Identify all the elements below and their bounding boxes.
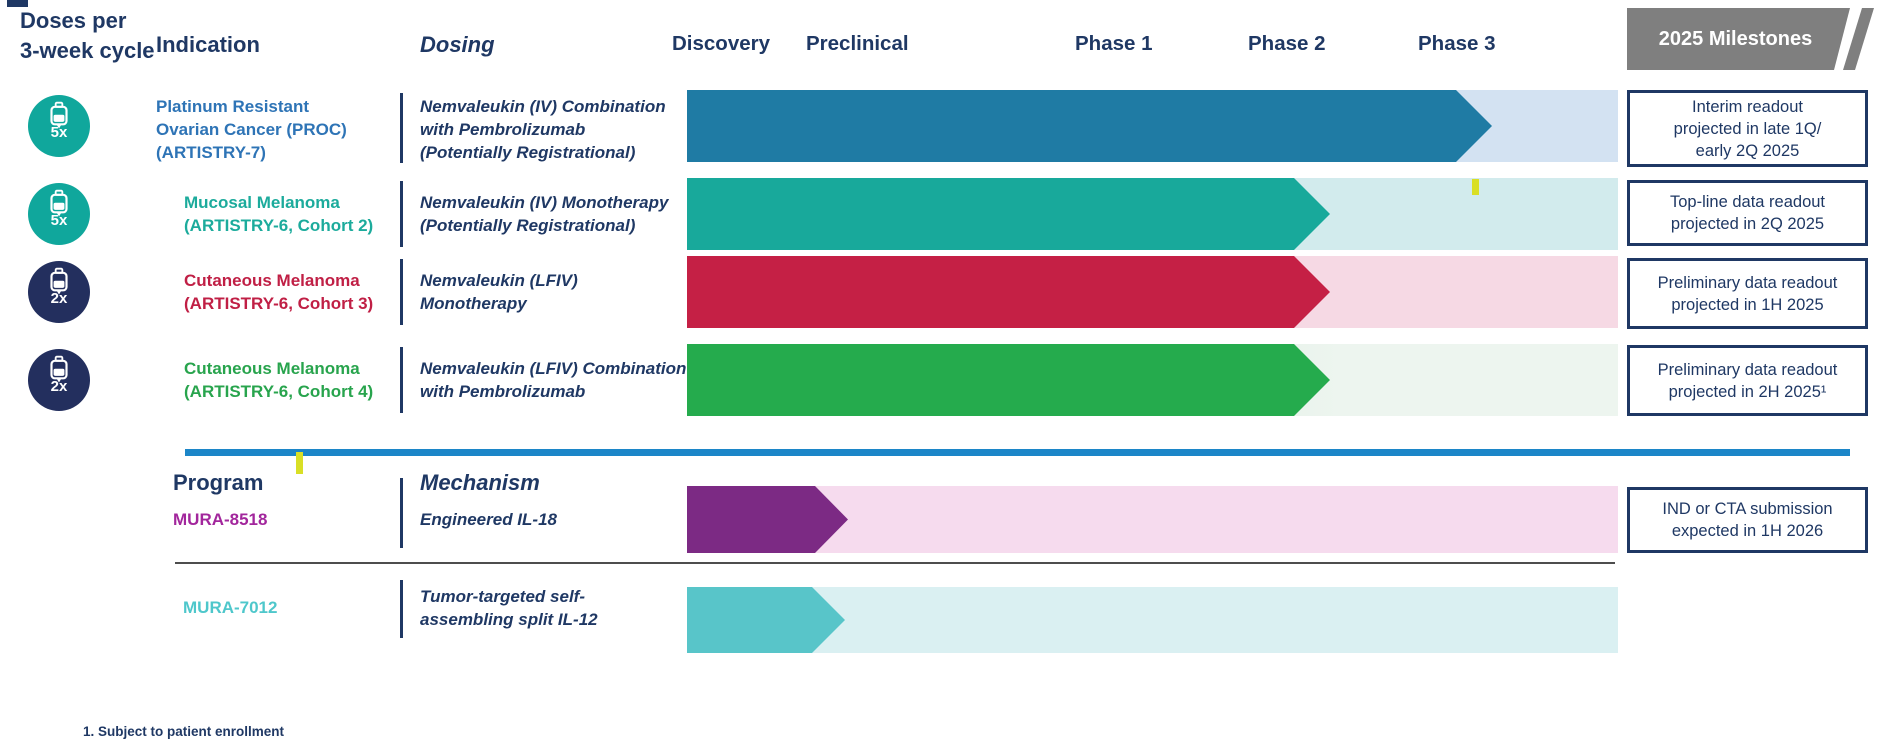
milestones-column-header: 2025 Milestones [1627, 8, 1850, 70]
mechanism-line: assembling split IL-12 [420, 610, 598, 629]
indication-row4: Cutaneous Melanoma (ARTISTRY-6, Cohort 4… [184, 357, 373, 403]
dose-badge: 5x [28, 183, 90, 245]
dosing-row2: Nemvaleukin (IV) Monotherapy (Potentiall… [420, 191, 668, 237]
milestone-line: Preliminary data readout [1657, 273, 1838, 292]
footnote: 1. Subject to patient enrollment [83, 724, 285, 739]
phase-header-phase2: Phase 2 [1248, 32, 1326, 55]
progress-arrow-phase2 [687, 344, 1330, 416]
dose-count-label: 2x [50, 378, 68, 395]
column-divider-line [400, 93, 403, 163]
highlight-tick-mark [296, 452, 303, 474]
milestones-header-slash-decoration [1843, 8, 1874, 70]
milestone-box-row1: Interim readout projected in late 1Q/ ea… [1627, 90, 1868, 167]
dosing-line: Monotherapy [420, 294, 527, 313]
dosing-line: Nemvaleukin (LFIV) Combination [420, 359, 687, 378]
indication-line: Platinum Resistant [156, 97, 310, 116]
dose-count-label: 2x [50, 290, 68, 307]
indication-line: (ARTISTRY-7) [156, 143, 266, 162]
column-divider-line [400, 580, 403, 638]
dosing-line: (Potentially Registrational) [420, 216, 636, 235]
program-column-header: Program [173, 470, 264, 495]
dose-badge: 2x [28, 349, 90, 411]
indication-line: (ARTISTRY-6, Cohort 4) [184, 382, 374, 401]
milestone-line: expected in 1H 2026 [1671, 522, 1824, 540]
iv-bag-icon [50, 355, 68, 383]
pipeline-bar-row2 [687, 178, 1618, 250]
program-name-mura-7012: MURA-7012 [183, 598, 278, 617]
indication-line: Mucosal Melanoma [184, 193, 340, 212]
milestone-line: Top-line data readout [1669, 193, 1826, 211]
pipeline-bar-row4 [687, 344, 1618, 416]
indication-line: Ovarian Cancer (PROC) [156, 120, 347, 139]
milestone-box-row3: Preliminary data readout projected in 1H… [1627, 258, 1868, 329]
mechanism-column-header: Mechanism [420, 470, 540, 495]
doses-per-cycle-header: Doses per 3-week cycle [20, 6, 155, 66]
milestone-line: projected in late 1Q/ [1673, 119, 1822, 138]
milestone-line: IND or CTA submission [1662, 500, 1833, 518]
dosing-line: with Pembrolizumab [420, 120, 586, 139]
indication-line: (ARTISTRY-6, Cohort 2) [184, 216, 374, 235]
phase-header-preclinical: Preclinical [806, 32, 909, 55]
progress-arrow-phase3 [687, 90, 1492, 162]
highlight-tick-mark [1472, 179, 1479, 195]
section-divider-line [185, 449, 1850, 456]
indication-line: (ARTISTRY-6, Cohort 3) [184, 294, 374, 313]
doses-header-line2: 3-week cycle [20, 38, 155, 63]
indication-column-header: Indication [156, 32, 260, 57]
pipeline-bar-mura-7012 [687, 587, 1618, 653]
milestone-line: projected in 1H 2025 [1671, 295, 1824, 314]
progress-arrow-phase2 [687, 178, 1330, 250]
dosing-line: with Pembrolizumab [420, 382, 586, 401]
pipeline-bar-row3 [687, 256, 1618, 328]
phase-header-discovery: Discovery [672, 32, 771, 55]
indication-line: Cutaneous Melanoma [184, 359, 360, 378]
mechanism-row1: Engineered IL-18 [420, 508, 557, 531]
phase-header-phase1: Phase 1 [1075, 32, 1153, 55]
dosing-row3: Nemvaleukin (LFIV) Monotherapy [420, 269, 578, 315]
milestone-line: Preliminary data readout [1657, 360, 1838, 379]
column-divider-line [400, 181, 403, 247]
milestone-box-row2: Top-line data readout projected in 2Q 20… [1627, 180, 1868, 246]
milestone-box-mura-8518: IND or CTA submission expected in 1H 202… [1627, 487, 1868, 553]
dosing-row4: Nemvaleukin (LFIV) Combination with Pemb… [420, 357, 686, 403]
program-row-separator-line [175, 562, 1615, 564]
dosing-line: Nemvaleukin (IV) Monotherapy [420, 193, 669, 212]
dosing-row1: Nemvaleukin (IV) Combination with Pembro… [420, 95, 666, 164]
mechanism-line: Tumor-targeted self- [420, 587, 585, 606]
doses-header-line1: Doses per [20, 8, 127, 33]
indication-row3: Cutaneous Melanoma (ARTISTRY-6, Cohort 3… [184, 269, 373, 315]
indication-row2: Mucosal Melanoma (ARTISTRY-6, Cohort 2) [184, 191, 373, 237]
program-name-mura-8518: MURA-8518 [173, 510, 268, 529]
column-divider-line [400, 478, 403, 548]
milestone-line: Interim readout [1692, 97, 1803, 116]
pipeline-bar-mura-8518 [687, 486, 1618, 553]
dosing-line: Nemvaleukin (LFIV) [420, 271, 578, 290]
iv-bag-icon [50, 189, 68, 217]
progress-arrow-discovery [687, 486, 848, 553]
dosing-line: (Potentially Registrational) [420, 143, 636, 162]
milestone-line: projected in 2Q 2025 [1670, 215, 1825, 233]
dosing-column-header: Dosing [420, 32, 495, 57]
dose-count-label: 5x [50, 212, 68, 229]
dosing-line: Nemvaleukin (IV) Combination [420, 97, 666, 116]
phase-header-phase3: Phase 3 [1418, 32, 1496, 55]
dose-count-label: 5x [50, 124, 68, 141]
milestone-box-row4: Preliminary data readout projected in 2H… [1627, 345, 1868, 416]
mechanism-line: Engineered IL-18 [420, 510, 557, 529]
column-divider-line [400, 259, 403, 325]
dose-badge: 5x [28, 95, 90, 157]
iv-bag-icon [50, 101, 68, 129]
milestone-line: projected in 2H 2025¹ [1668, 382, 1827, 401]
column-divider-line [400, 347, 403, 413]
indication-row1: Platinum Resistant Ovarian Cancer (PROC)… [156, 95, 347, 164]
corner-artifact [7, 0, 28, 7]
progress-arrow-phase2 [687, 256, 1330, 328]
mechanism-row2: Tumor-targeted self- assembling split IL… [420, 585, 598, 631]
indication-line: Cutaneous Melanoma [184, 271, 360, 290]
iv-bag-icon [50, 267, 68, 295]
milestone-line: early 2Q 2025 [1695, 141, 1800, 160]
dose-badge: 2x [28, 261, 90, 323]
progress-arrow-discovery [687, 587, 845, 653]
pipeline-bar-row1 [687, 90, 1618, 162]
